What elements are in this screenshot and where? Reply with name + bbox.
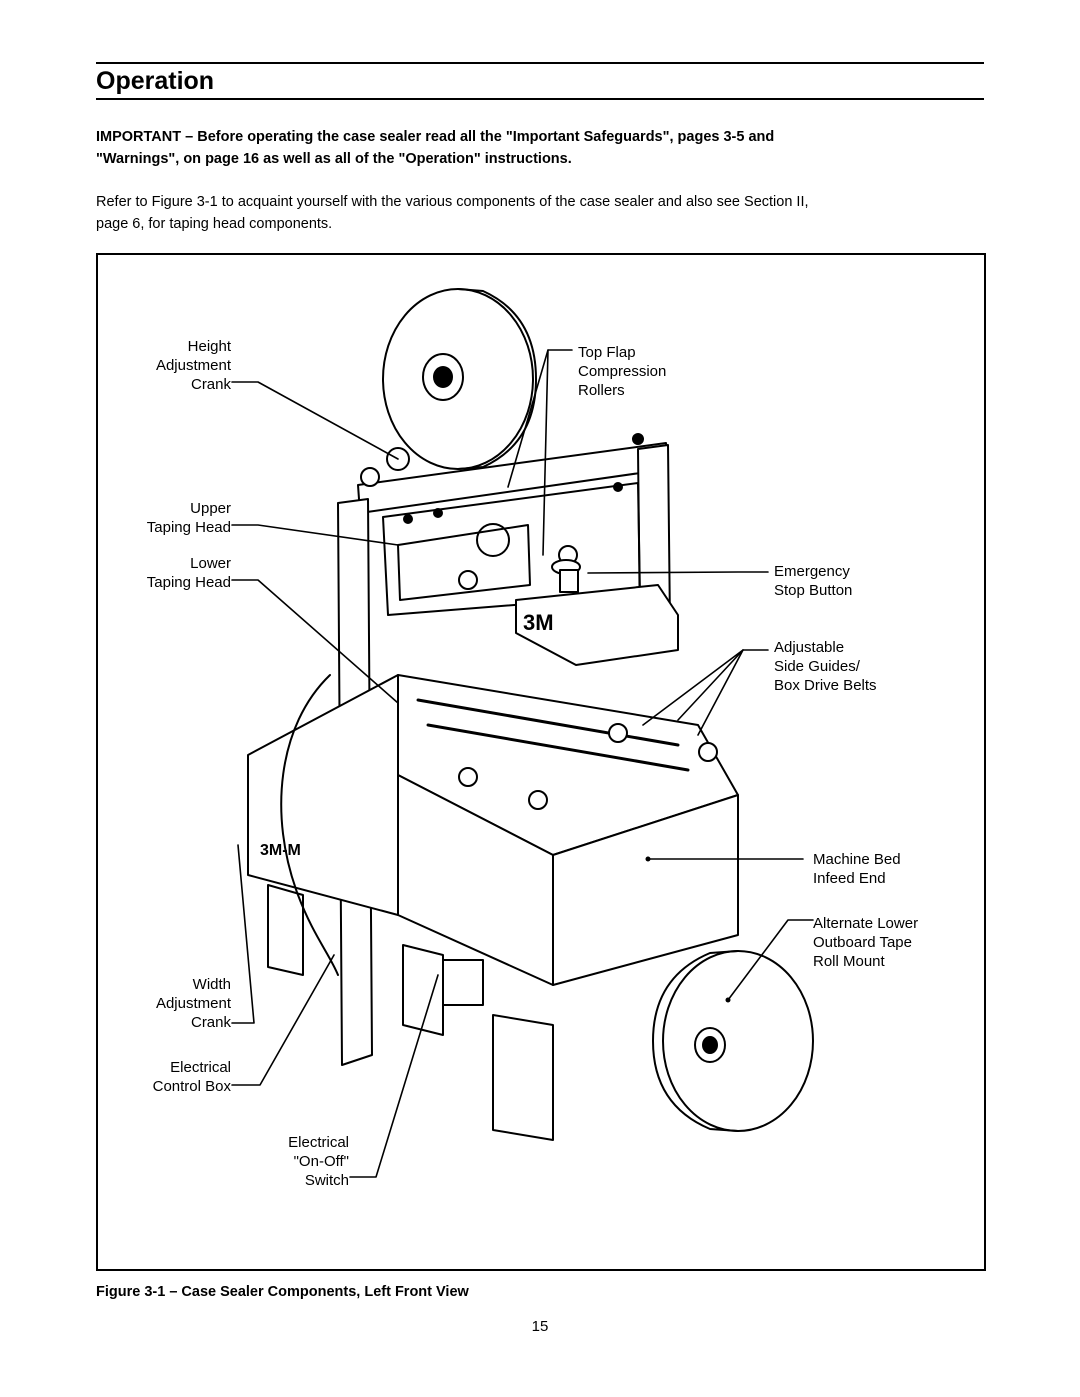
callout-height-crank: Height Adjustment Crank: [155, 338, 231, 393]
upper-taping-head: [397, 523, 578, 601]
important-notice: IMPORTANT – Before operating the case se…: [96, 126, 984, 170]
legs: [267, 884, 554, 1141]
base-brand-mark: 3M-M: [260, 842, 301, 859]
intro-line-1: Refer to Figure 3-1 to acquaint yourself…: [96, 194, 809, 210]
callout-emergency-stop: Emergency Stop Button: [774, 563, 853, 599]
leader-lower-head: [231, 579, 399, 704]
leader-upper-head: [231, 524, 399, 546]
control-panel: 3M: [515, 559, 679, 666]
leader-side-guides-3: [697, 649, 744, 736]
leader-on-off: [349, 974, 439, 1178]
leader-control-box: [231, 954, 335, 1086]
callout-side-guides: Adjustable Side Guides/ Box Drive Belts: [774, 639, 877, 694]
case-sealer-illustration: 3M 3M-M: [231, 288, 814, 1178]
callout-machine-bed: Machine Bed Infeed End: [813, 851, 901, 887]
callout-on-off-switch: Electrical "On-Off" Switch: [288, 1134, 349, 1189]
leader-side-guides-1: [642, 649, 769, 726]
intro-line-2: page 6, for taping head components.: [96, 216, 333, 232]
leader-dot-roll: [725, 997, 731, 1003]
leader-lines: [231, 349, 814, 1178]
important-line-2: "Warnings", on page 16 as well as all of…: [96, 151, 572, 167]
leader-dot-bed: [645, 856, 651, 862]
leader-height-crank: [231, 381, 399, 460]
callout-control-box: Electrical Control Box: [152, 1059, 231, 1095]
leader-top-flap-2: [542, 349, 549, 556]
callout-alternate-roll: Alternate Lower Outboard Tape Roll Mount: [813, 915, 919, 970]
callout-lower-head: Lower Taping Head: [146, 555, 231, 591]
lower-tape-roll: [652, 950, 814, 1132]
callout-upper-head: Upper Taping Head: [146, 500, 231, 536]
section-title: Operation: [96, 67, 215, 95]
machine-bed: 3M-M: [247, 674, 739, 986]
upper-frame: [337, 433, 671, 1066]
top-rule: [96, 62, 984, 64]
power-cable: [280, 674, 339, 976]
page-number: 15: [531, 1318, 549, 1335]
leader-side-guides-2: [677, 649, 744, 721]
leader-alt-lower: [727, 919, 814, 1001]
figure-caption: Figure 3-1 – Case Sealer Components, Lef…: [96, 1284, 469, 1300]
figure-frame: 3M 3M-M: [96, 253, 986, 1271]
callout-top-flap: Top Flap Compression Rollers: [578, 344, 667, 399]
switch-box: [442, 959, 484, 1006]
leader-width-crank: [231, 844, 255, 1024]
callout-width-crank: Width Adjustment Crank: [155, 976, 231, 1031]
leader-emergency: [587, 571, 769, 574]
title-underline: [96, 98, 984, 100]
upper-tape-roll: [382, 288, 537, 470]
panel-3m-logo: 3M: [523, 610, 554, 635]
intro-paragraph: Refer to Figure 3-1 to acquaint yourself…: [96, 191, 984, 235]
important-line-1: IMPORTANT – Before operating the case se…: [96, 129, 775, 145]
